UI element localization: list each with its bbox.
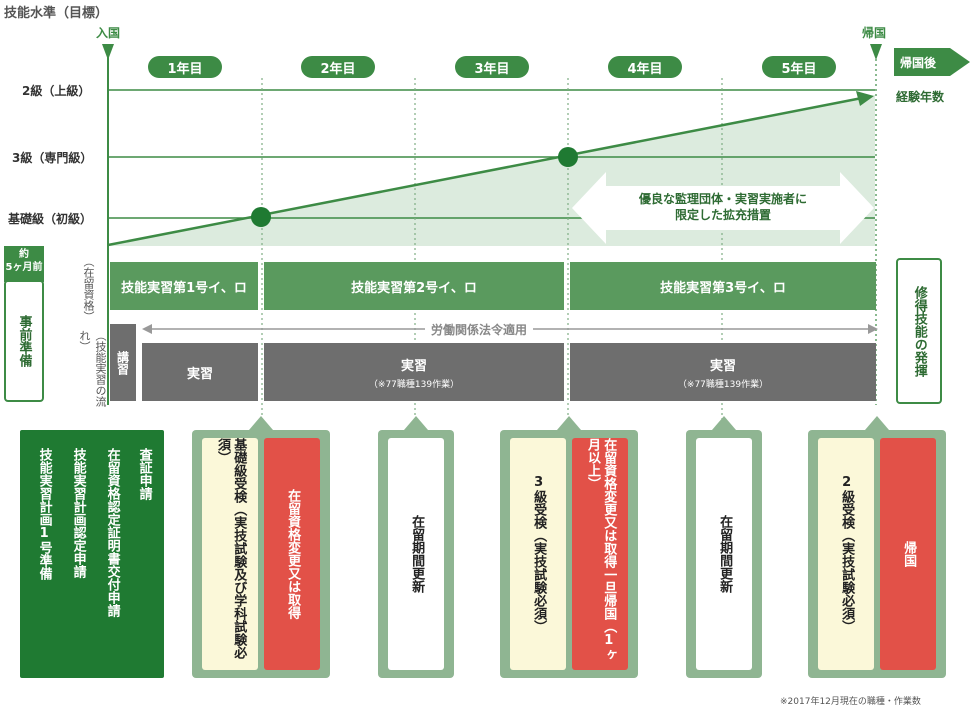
level-label-top: 2級（上級） <box>22 84 91 98</box>
after-return-arrow <box>894 48 970 76</box>
after-return-label: 帰国後 <box>900 56 937 70</box>
milestone-dot-base <box>251 207 271 227</box>
y-axis-title: 技能水準（目標） <box>4 6 109 21</box>
year-pill-1: 1年目 <box>148 56 222 78</box>
milestone-panel-3: 3級受検（実技試験必須） 在留資格変更又は取得一旦帰国（1ヶ月以上） <box>500 416 638 678</box>
expansion-note: 優良な監理団体・実習実施者に 限定した拡充措置 <box>638 192 807 223</box>
flow-side-label: （技能実習の流れ） <box>78 330 107 407</box>
status-item-3: 技能実習第3号イ、ロ <box>570 262 876 310</box>
prep-label-box: 事前準備 <box>4 280 44 402</box>
experience-years-label: 経験年数 <box>896 90 945 104</box>
prep-step-2: 在留資格認定証明書交付申請 <box>104 448 120 617</box>
labor-law-label: 労働関係法令適用 <box>425 321 534 338</box>
milestone-3-exam-card: 3級受検（実技試験必須） <box>510 438 566 670</box>
milestone-1-exam-card: 基礎級受検（実技試験及び学科試験必須） <box>202 438 258 670</box>
year-pill-3: 3年目 <box>455 56 529 78</box>
progression-line <box>107 96 863 247</box>
return-label: 帰国 <box>862 26 887 40</box>
entry-marker <box>102 44 114 60</box>
lecture-box: 講習 <box>110 324 136 401</box>
milestone-panel-4: 在留期間更新 <box>686 416 762 678</box>
milestone-panel-2: 在留期間更新 <box>378 416 454 678</box>
milestone-5-return-card: 帰国 <box>880 438 936 670</box>
year-pill-4: 4年目 <box>608 56 682 78</box>
milestone-panel-5: 2級受検（実技試験必須） 帰国 <box>808 416 946 678</box>
prep-steps-panel: 査証申請 在留資格認定証明書交付申請 技能実習計画認定申請 技能実習計画1号準備 <box>20 430 164 678</box>
milestone-2-renewal-card: 在留期間更新 <box>388 438 444 670</box>
flow-item-1: 実習 <box>142 343 258 401</box>
milestone-3-status-card: 在留資格変更又は取得一旦帰国（1ヶ月以上） <box>572 438 628 670</box>
level-label-mid: 3級（専門級） <box>12 151 93 165</box>
status-item-1: 技能実習第1号イ、ロ <box>110 262 258 310</box>
entry-label: 入国 <box>96 26 121 40</box>
timeline-graphic <box>102 44 970 420</box>
milestone-5-exam-card: 2級受検（実技試験必須） <box>818 438 874 670</box>
year-pill-2: 2年目 <box>301 56 375 78</box>
milestone-1-status-card: 在留資格変更又は取得 <box>264 438 320 670</box>
year-pill-5: 5年目 <box>762 56 836 78</box>
flow-item-3: 実習 （※77職種139作業） <box>570 343 876 401</box>
progression-arrowhead <box>856 91 874 106</box>
expansion-arrow <box>572 172 874 244</box>
prep-timing-box: 約 5ヶ月前 <box>4 246 44 282</box>
return-marker <box>870 44 882 60</box>
status-side-label: （在留資格） <box>82 256 95 322</box>
prep-step-1: 査証申請 <box>136 448 152 500</box>
status-item-2: 技能実習第2号イ、ロ <box>264 262 564 310</box>
flow-item-2: 実習 （※77職種139作業） <box>264 343 564 401</box>
prep-step-4: 技能実習計画1号準備 <box>36 448 52 580</box>
outcome-box: 修得技能の発揮 <box>896 258 942 404</box>
level-label-base: 基礎級（初級） <box>8 212 93 226</box>
milestone-dot-mid <box>558 147 578 167</box>
footnote: ※2017年12月現在の職種・作業数 <box>780 697 921 707</box>
milestone-4-renewal-card: 在留期間更新 <box>696 438 752 670</box>
prep-step-3: 技能実習計画認定申請 <box>70 448 86 578</box>
milestone-panel-1: 基礎級受検（実技試験及び学科試験必須） 在留資格変更又は取得 <box>192 416 330 678</box>
